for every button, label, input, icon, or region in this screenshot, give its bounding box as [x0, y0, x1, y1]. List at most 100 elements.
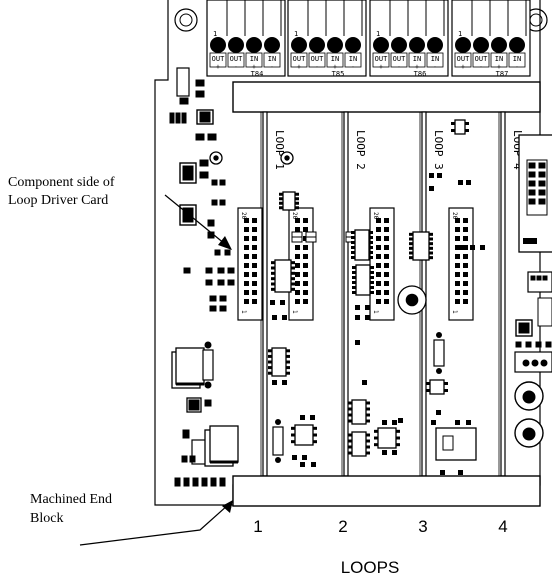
connector-pin [303, 290, 308, 295]
connector-pin [463, 281, 468, 286]
connector-pin [463, 263, 468, 268]
ic-body [271, 347, 287, 377]
ic-pin [313, 426, 317, 430]
terminal-pin-polarity: - [315, 63, 319, 71]
terminal-id: T84 [251, 70, 264, 78]
terminal-pin-box [390, 52, 408, 68]
resistor-lead [275, 419, 281, 425]
ic-chip [409, 231, 433, 261]
ic-chip [348, 431, 370, 457]
terminal-id: T85 [332, 70, 345, 78]
smd-component [470, 245, 475, 250]
terminal-pin-name: IN [513, 55, 521, 63]
callout-end-block-line2: Block [30, 511, 63, 526]
connector-pin [303, 272, 308, 277]
ic-pin [268, 371, 272, 375]
smd-component [302, 455, 307, 460]
relay [435, 427, 477, 461]
ic-pin [286, 366, 290, 370]
connector-pin [455, 218, 460, 223]
terminal-pin-polarity: + [252, 63, 256, 71]
ic-body [351, 399, 367, 425]
ic-pin [286, 349, 290, 353]
ic-pin [313, 433, 317, 437]
connector-pin [244, 218, 249, 223]
terminal-screw [291, 37, 307, 53]
ic-pin [369, 256, 373, 259]
ic-pin [352, 291, 356, 294]
ic-pin [348, 445, 352, 449]
ic-pin [268, 349, 272, 353]
smd-component [272, 315, 277, 320]
connector-pin [244, 299, 249, 304]
ic-pin [271, 261, 275, 265]
smd-component [437, 173, 442, 178]
terminal-screw [373, 37, 389, 53]
connector-pin [244, 272, 249, 277]
terminal-pin-polarity: + [497, 63, 501, 71]
smd-component [355, 315, 360, 320]
left-side-components [169, 67, 239, 487]
terminal-pin-name: IN [349, 55, 357, 63]
terminal-pin-polarity: - [351, 63, 355, 71]
ic-pin [348, 439, 352, 443]
connector-pin-top-label: 20 [372, 212, 379, 220]
smd-component [458, 180, 463, 185]
connector-pin [295, 263, 300, 268]
capacitor-core [213, 155, 219, 161]
connector-pin [455, 254, 460, 259]
callout-component-side-line1: Component side of [8, 175, 115, 190]
connector-pin [303, 245, 308, 250]
connector-pin [295, 299, 300, 304]
connector-pin [376, 263, 381, 268]
terminal-pin-name: IN [250, 55, 258, 63]
terminal-screw [455, 37, 471, 53]
smd-component [282, 380, 287, 385]
ic-pin [429, 256, 433, 260]
connector-pin [384, 290, 389, 295]
ic-pin [396, 443, 400, 447]
terminal-pin-name: IN [431, 55, 439, 63]
connector-pin [244, 254, 249, 259]
ic-chip [374, 427, 400, 449]
ic-pin [374, 443, 378, 447]
upper-end-block [232, 81, 541, 113]
ic-pin [396, 429, 400, 433]
connector-pin [252, 299, 257, 304]
smd-component [480, 245, 485, 250]
terminal-pin-name: OUT [457, 55, 470, 63]
ic-pin [409, 242, 413, 246]
terminal-pin-box [372, 52, 390, 68]
connector-pin [252, 290, 257, 295]
ic-pin [366, 401, 370, 405]
ic-pin [352, 286, 356, 289]
connector-pin-top-label: 20 [451, 212, 458, 220]
terminal-screw [473, 37, 489, 53]
ribbon-connector [448, 207, 474, 321]
terminal-pin-name: IN [413, 55, 421, 63]
ic-pin [352, 271, 356, 274]
ic-pin [295, 206, 299, 210]
loop-number-2: 2 [338, 517, 347, 536]
ic-body [355, 264, 371, 296]
ic-pin [369, 246, 373, 249]
smd-component [272, 380, 277, 385]
terminal-screw [246, 37, 262, 53]
ic-pin [268, 366, 272, 370]
loop-number-1: 1 [253, 517, 262, 536]
card-components [209, 119, 485, 475]
connector-pin [384, 254, 389, 259]
ic-chip [291, 424, 317, 446]
callout-component-side-line2: Loop Driver Card [8, 193, 108, 208]
smd-component [429, 186, 434, 191]
ic-pin [351, 236, 355, 239]
resistor-lead [436, 332, 442, 338]
terminal-pin-polarity: - [234, 63, 238, 71]
terminal-pin-name: OUT [393, 55, 406, 63]
terminal-pin-polarity: + [461, 63, 465, 71]
connector-pin [295, 272, 300, 277]
ic-chip [426, 379, 448, 395]
smd-component [282, 315, 287, 320]
